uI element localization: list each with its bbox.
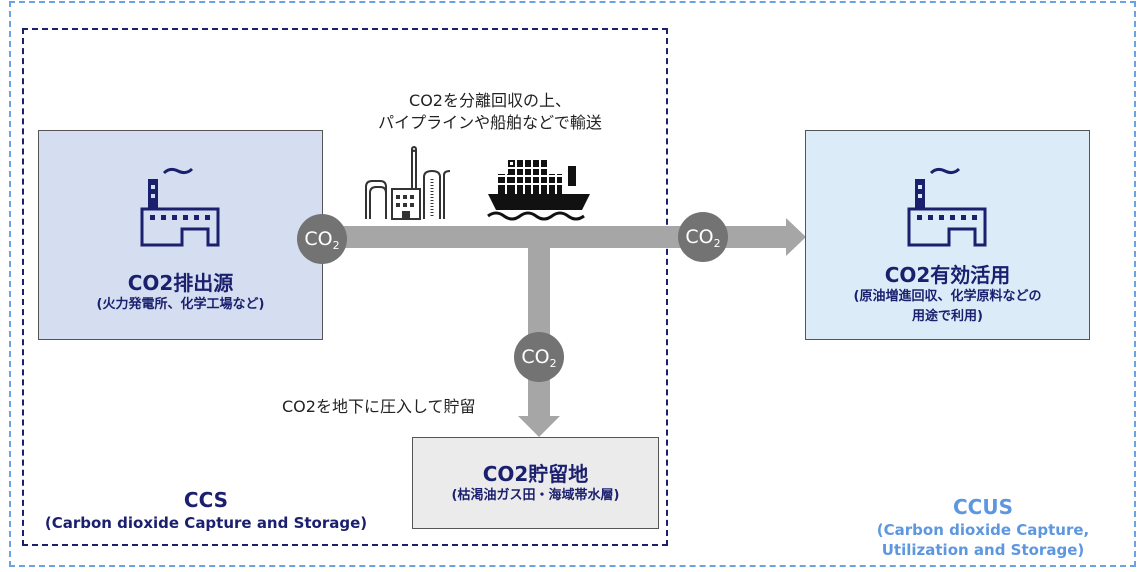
co2-badge-source: CO2 <box>297 214 347 264</box>
co2-badge-utilization: CO2 <box>678 212 728 262</box>
horizontal-arrow-shaft <box>322 226 787 248</box>
injection-caption: CO2を地下に圧入して貯留 <box>282 397 476 416</box>
ccus-label: CCUS (Carbon dioxide Capture, Utilizatio… <box>848 494 1118 560</box>
source-title: CO2排出源 <box>127 271 234 295</box>
transport-caption: CO2を分離回収の上、 パイプラインや船舶などで輸送 <box>355 90 625 134</box>
co2-subscript: 2 <box>713 237 721 250</box>
ccs-title: CCS <box>183 488 229 512</box>
co2-label: CO <box>521 346 550 368</box>
transport-caption-line1: CO2を分離回収の上、 <box>409 91 571 110</box>
source-subtitle: (火力発電所、化学工場など) <box>96 297 265 312</box>
co2-label: CO <box>304 228 333 250</box>
co2-label: CO <box>685 226 714 248</box>
co2-utilization-box: CO2有効活用 (原油増進回収、化学原料などの 用途で利用) <box>805 130 1090 340</box>
ccus-subtitle-1: (Carbon dioxide Capture, <box>876 521 1090 539</box>
utilization-title: CO2有効活用 <box>884 263 1011 287</box>
transport-caption-line2: パイプラインや船舶などで輸送 <box>378 113 602 132</box>
ccus-subtitle-2: Utilization and Storage) <box>881 541 1085 559</box>
co2-badge-storage: CO2 <box>514 332 564 382</box>
ccs-boundary <box>22 28 668 546</box>
utilization-subtitle-1: (原油増進回収、化学原料などの <box>853 289 1042 304</box>
ccus-title: CCUS <box>953 495 1013 519</box>
factory-icon <box>907 167 986 247</box>
co2-subscript: 2 <box>549 357 557 370</box>
refinery-icon <box>365 146 451 220</box>
horizontal-arrow-head <box>786 218 806 256</box>
storage-title: CO2貯留地 <box>482 462 589 486</box>
cargo-ship-icon <box>487 160 590 221</box>
factory-icon <box>140 167 219 247</box>
co2-storage-box: CO2貯留地 (枯渇油ガス田・海域帯水層) <box>412 437 659 529</box>
vertical-arrow-head <box>518 416 560 437</box>
co2-subscript: 2 <box>332 239 340 252</box>
ccs-subtitle: (Carbon dioxide Capture and Storage) <box>44 514 368 532</box>
ccus-boundary <box>9 1 1136 567</box>
utilization-subtitle-2: 用途で利用) <box>912 309 983 324</box>
storage-subtitle: (枯渇油ガス田・海域帯水層) <box>451 488 620 503</box>
ccs-label: CCS (Carbon dioxide Capture and Storage) <box>26 487 386 533</box>
co2-source-box: CO2排出源 (火力発電所、化学工場など) <box>38 130 323 340</box>
